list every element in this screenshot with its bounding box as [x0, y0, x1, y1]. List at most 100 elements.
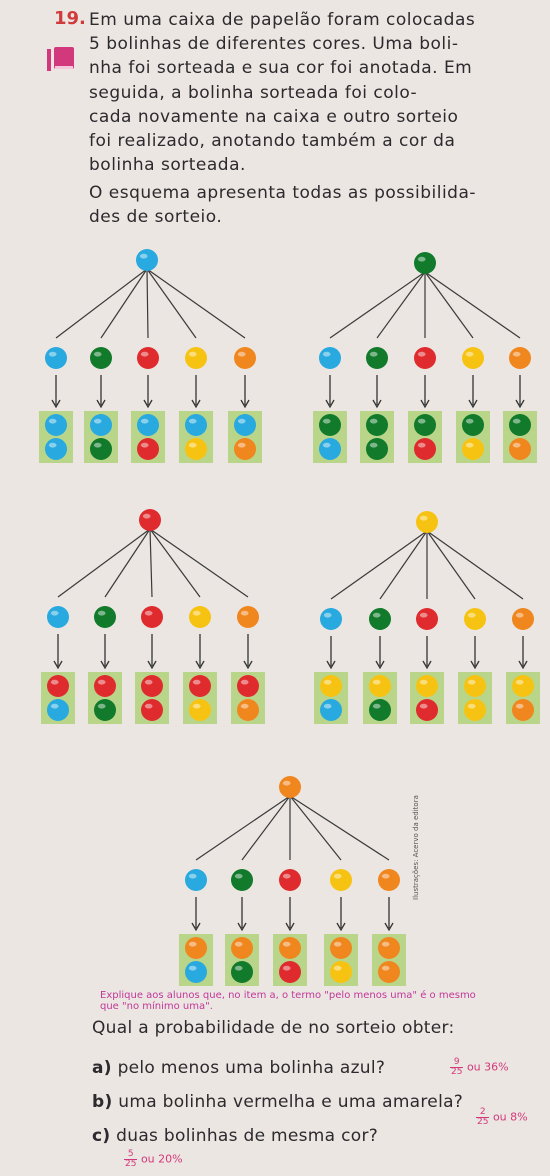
ball-highlight	[48, 442, 57, 448]
answer-denominator: 25	[125, 1159, 137, 1169]
intro-line: cada novamente na caixa e outro sorteio	[89, 106, 459, 127]
ball-green	[94, 606, 116, 628]
ball-highlight	[192, 703, 201, 709]
intro-line: foi realizado, anotando também a cor da	[89, 131, 456, 152]
ball-highlight	[240, 703, 249, 709]
answer-numerator: 5	[124, 1150, 138, 1160]
ball-green	[231, 869, 253, 891]
branch-line	[289, 795, 390, 861]
ball-highlight	[237, 418, 246, 424]
ball-highlight	[515, 703, 524, 709]
ball-highlight	[192, 610, 201, 616]
ball-highlight	[419, 679, 428, 685]
intro-line: nha foi sorteada e sua cor foi anotada. …	[89, 58, 473, 79]
ball-red	[279, 869, 301, 891]
arrow-head	[147, 660, 157, 670]
branch-line	[195, 795, 291, 861]
ball-highlight	[93, 442, 102, 448]
ball-yellow	[464, 608, 486, 630]
ball-highlight	[97, 679, 106, 685]
arrow-head	[237, 922, 247, 932]
arrow-head	[51, 399, 61, 409]
branch-line	[104, 528, 151, 598]
ball-highlight	[333, 941, 342, 947]
ball-highlight	[142, 513, 151, 519]
ball-yellow	[462, 347, 484, 369]
ball-highlight	[234, 965, 243, 971]
arrow-head	[384, 922, 394, 932]
ball-highlight	[333, 873, 342, 879]
ball-highlight	[282, 780, 291, 786]
item-c: c) duas bolinhas de mesma cor?	[92, 1126, 378, 1146]
arrow-head	[515, 399, 525, 409]
answer-percent: ou 36%	[466, 1060, 509, 1074]
ball-highlight	[381, 873, 390, 879]
ball-highlight	[322, 418, 331, 424]
result-ball-first-red	[237, 675, 259, 697]
ball-highlight	[234, 941, 243, 947]
arrow-head	[191, 922, 201, 932]
ball-highlight	[97, 703, 106, 709]
result-ball-first-orange	[185, 937, 207, 959]
ball-yellow	[189, 606, 211, 628]
root-ball-green	[414, 252, 436, 274]
result-ball-first-green	[319, 414, 341, 436]
result-ball-first-green	[509, 414, 531, 436]
arrow-head	[191, 399, 201, 409]
item-text: uma bolinha vermelha e uma amarela?	[118, 1092, 464, 1112]
ball-highlight	[323, 703, 332, 709]
ball-highlight	[237, 442, 246, 448]
ball-highlight	[240, 679, 249, 685]
result-ball-first-yellow	[464, 675, 486, 697]
ball-orange	[378, 869, 400, 891]
ball-highlight	[323, 612, 332, 618]
ball-highlight	[237, 351, 246, 357]
ball-highlight	[48, 351, 57, 357]
teacher-note: Explique aos alunos que, no item a, o te…	[100, 990, 476, 1012]
question-number: 19.	[54, 8, 86, 29]
ball-highlight	[369, 418, 378, 424]
scheme-line: des de sorteio.	[89, 207, 223, 227]
ball-orange	[234, 347, 256, 369]
result-ball-first-blue	[185, 414, 207, 436]
branch-line	[55, 268, 148, 339]
intro-line: bolinha sorteada.	[89, 155, 246, 176]
ball-highlight	[282, 941, 291, 947]
ball-highlight	[144, 610, 153, 616]
arrow-head	[143, 399, 153, 409]
ball-highlight	[93, 351, 102, 357]
ball-highlight	[282, 965, 291, 971]
item-text: pelo menos uma bolinha azul?	[117, 1058, 386, 1078]
arrow-head	[53, 660, 63, 670]
branch-line	[57, 528, 151, 598]
item-label: a)	[92, 1058, 112, 1078]
result-ball-first-yellow	[320, 675, 342, 697]
ball-highlight	[515, 679, 524, 685]
ball-highlight	[234, 873, 243, 879]
item-label: b)	[92, 1092, 113, 1112]
result-ball-first-yellow	[416, 675, 438, 697]
ball-highlight	[369, 442, 378, 448]
branch-line	[289, 795, 342, 861]
root-ball-blue	[136, 249, 158, 271]
ball-blue	[185, 869, 207, 891]
answer-denominator: 25	[477, 1117, 489, 1127]
result-ball-second-orange	[237, 699, 259, 721]
ball-highlight	[372, 703, 381, 709]
arrow-head	[518, 660, 528, 670]
ball-highlight	[140, 442, 149, 448]
ball-highlight	[188, 442, 197, 448]
ball-highlight	[372, 612, 381, 618]
result-ball-first-red	[94, 675, 116, 697]
arrow-head	[372, 399, 382, 409]
ball-highlight	[372, 679, 381, 685]
book-icon	[47, 47, 74, 71]
ball-highlight	[140, 418, 149, 424]
root-ball-orange	[279, 776, 301, 798]
ball-blue	[320, 608, 342, 630]
arrow-head	[470, 660, 480, 670]
answer-numerator: 9	[450, 1058, 464, 1068]
intro-text: Em uma caixa de papelão foram colocadas …	[89, 8, 541, 177]
result-ball-second-green	[231, 961, 253, 983]
